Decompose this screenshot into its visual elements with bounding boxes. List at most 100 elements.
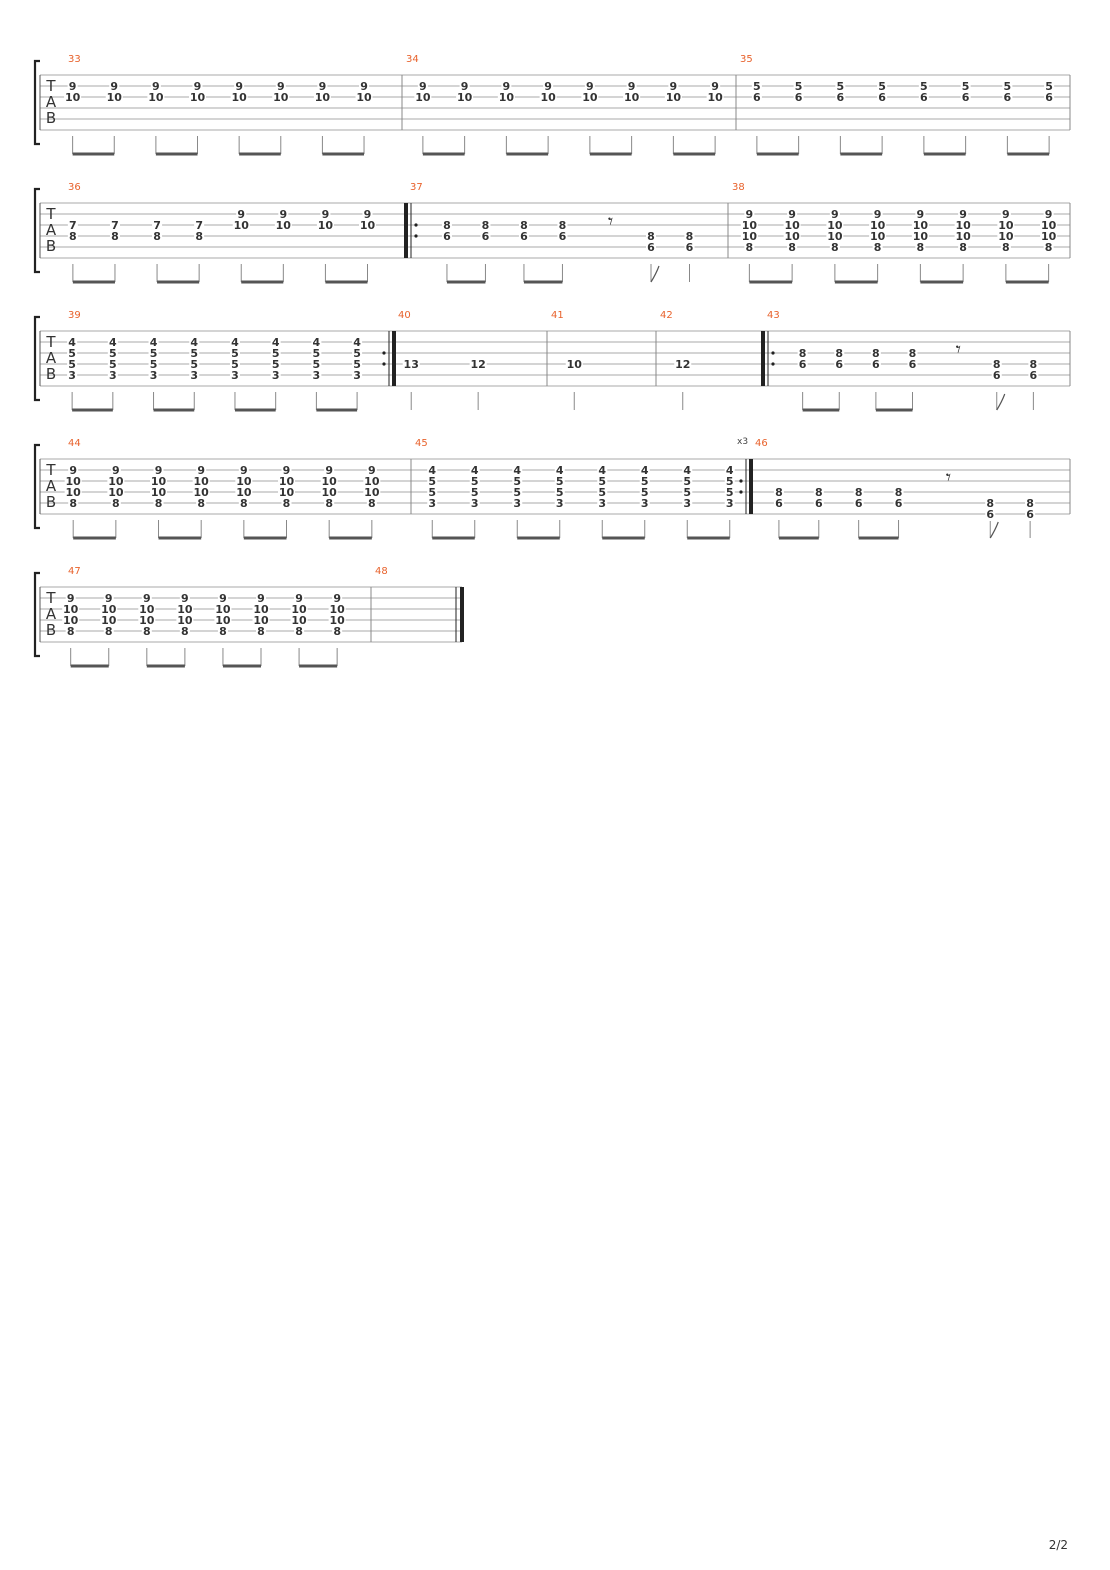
fret-number: 10 (236, 486, 252, 499)
fret-bg (724, 464, 735, 475)
fret-number: 10 (1041, 219, 1057, 232)
fret-number: 10 (101, 603, 117, 616)
fret-bg (1028, 358, 1039, 369)
fret-bg (68, 497, 79, 508)
measure-number: 47 (68, 566, 81, 577)
fret-number: 8 (959, 241, 967, 254)
fret-bg (469, 497, 480, 508)
fret-bg (985, 508, 996, 519)
fret-bg (911, 219, 929, 230)
fret-bg (148, 336, 159, 347)
fret-number: 10 (253, 614, 269, 627)
fret-bg (64, 475, 82, 486)
fret-bg (194, 219, 205, 230)
fret-bg (829, 208, 840, 219)
fret-bg (138, 603, 156, 614)
fret-bg (355, 91, 373, 102)
fret-number: 9 (628, 80, 636, 93)
fret-bg (441, 230, 452, 241)
fret-bg (997, 230, 1015, 241)
fret-bg (107, 358, 118, 369)
fret-number: 5 (313, 347, 321, 360)
fret-number: 4 (353, 336, 361, 349)
fret-bg (793, 80, 804, 91)
fret-bg (217, 592, 228, 603)
fret-number: 5 (353, 358, 361, 371)
fret-number: 10 (329, 603, 345, 616)
fret-bg (64, 91, 82, 102)
fret-number: 4 (109, 336, 117, 349)
fret-number: 6 (837, 91, 845, 104)
fret-number: 9 (67, 592, 75, 605)
fret-bg (65, 592, 76, 603)
fret-number: 10 (107, 91, 123, 104)
fret-number: 10 (998, 230, 1014, 243)
fret-bg (581, 91, 599, 102)
fret-bg (110, 464, 121, 475)
system-bracket (33, 443, 40, 530)
fret-number: 10 (108, 475, 124, 488)
fret-bg (668, 80, 679, 91)
fret-bg (1040, 230, 1058, 241)
fret-bg (414, 91, 432, 102)
fret-number: 6 (559, 230, 567, 243)
fret-bg (469, 475, 480, 486)
fret-number: 10 (194, 486, 210, 499)
tab-clef-letter: A (46, 349, 57, 367)
fret-number: 8 (257, 625, 265, 638)
fret-bg (1040, 219, 1058, 230)
fret-number: 6 (909, 358, 917, 371)
fret-number: 9 (419, 80, 427, 93)
fret-bg (359, 219, 377, 230)
fret-bg (64, 486, 82, 497)
fret-number: 9 (544, 80, 552, 93)
fret-number: 6 (520, 230, 528, 243)
fret-number: 6 (775, 497, 783, 510)
fret-number: 5 (837, 80, 845, 93)
fret-bg (290, 614, 308, 625)
fret-number: 8 (111, 230, 119, 243)
fret-bg (512, 486, 523, 497)
measure-number: 42 (660, 310, 673, 321)
repeat-dot (414, 223, 418, 227)
fret-bg (324, 497, 335, 508)
fret-number: 6 (872, 358, 880, 371)
fret-bg (320, 475, 338, 486)
fret-bg (1043, 208, 1054, 219)
fret-number: 8 (647, 230, 655, 243)
tab-clef-letter: T (45, 77, 56, 95)
fret-bg (744, 241, 755, 252)
fret-number: 6 (855, 497, 863, 510)
fret-bg (189, 336, 200, 347)
fret-number: 5 (1004, 80, 1012, 93)
fret-number: 9 (237, 208, 245, 221)
fret-number: 5 (753, 80, 761, 93)
fret-bg (281, 464, 292, 475)
fret-number: 3 (428, 497, 436, 510)
repeat-dot (739, 490, 743, 494)
fret-number: 9 (194, 80, 202, 93)
fret-number: 8 (775, 486, 783, 499)
fret-bg (427, 475, 438, 486)
fret-number: 9 (959, 208, 967, 221)
fret-number: 8 (181, 625, 189, 638)
fret-bg (1000, 241, 1011, 252)
fret-number: 9 (670, 80, 678, 93)
tab-clef-letter: A (46, 605, 57, 623)
fret-bg (872, 208, 883, 219)
fret-bg (710, 80, 721, 91)
fret-bg (813, 497, 824, 508)
fret-number: 9 (831, 208, 839, 221)
fret-number: 9 (322, 208, 330, 221)
fret-number: 10 (329, 614, 345, 627)
fret-bg (109, 80, 120, 91)
fret-bg (150, 80, 161, 91)
fret-number: 10 (827, 230, 843, 243)
tab-clef-letter: B (46, 493, 56, 511)
fret-bg (469, 486, 480, 497)
fret-number: 5 (353, 347, 361, 360)
fret-bg (107, 336, 118, 347)
fret-number: 9 (368, 464, 376, 477)
fret-bg (316, 219, 334, 230)
fret-bg (773, 497, 784, 508)
